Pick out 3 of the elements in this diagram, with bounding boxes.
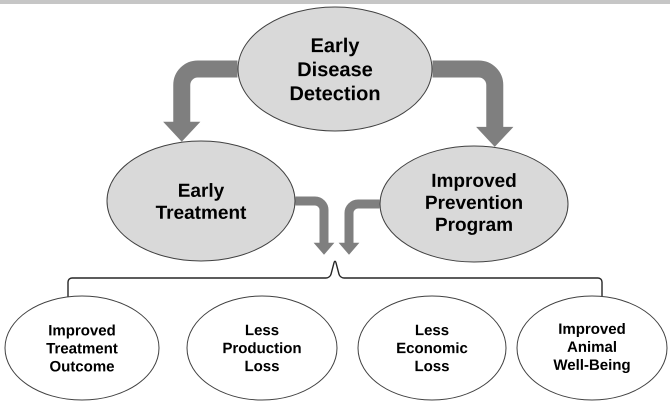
node-label: Improved Treatment Outcome — [46, 324, 118, 372]
node-label: Improved Animal Well-Being — [553, 322, 630, 374]
bracket — [67, 262, 603, 298]
